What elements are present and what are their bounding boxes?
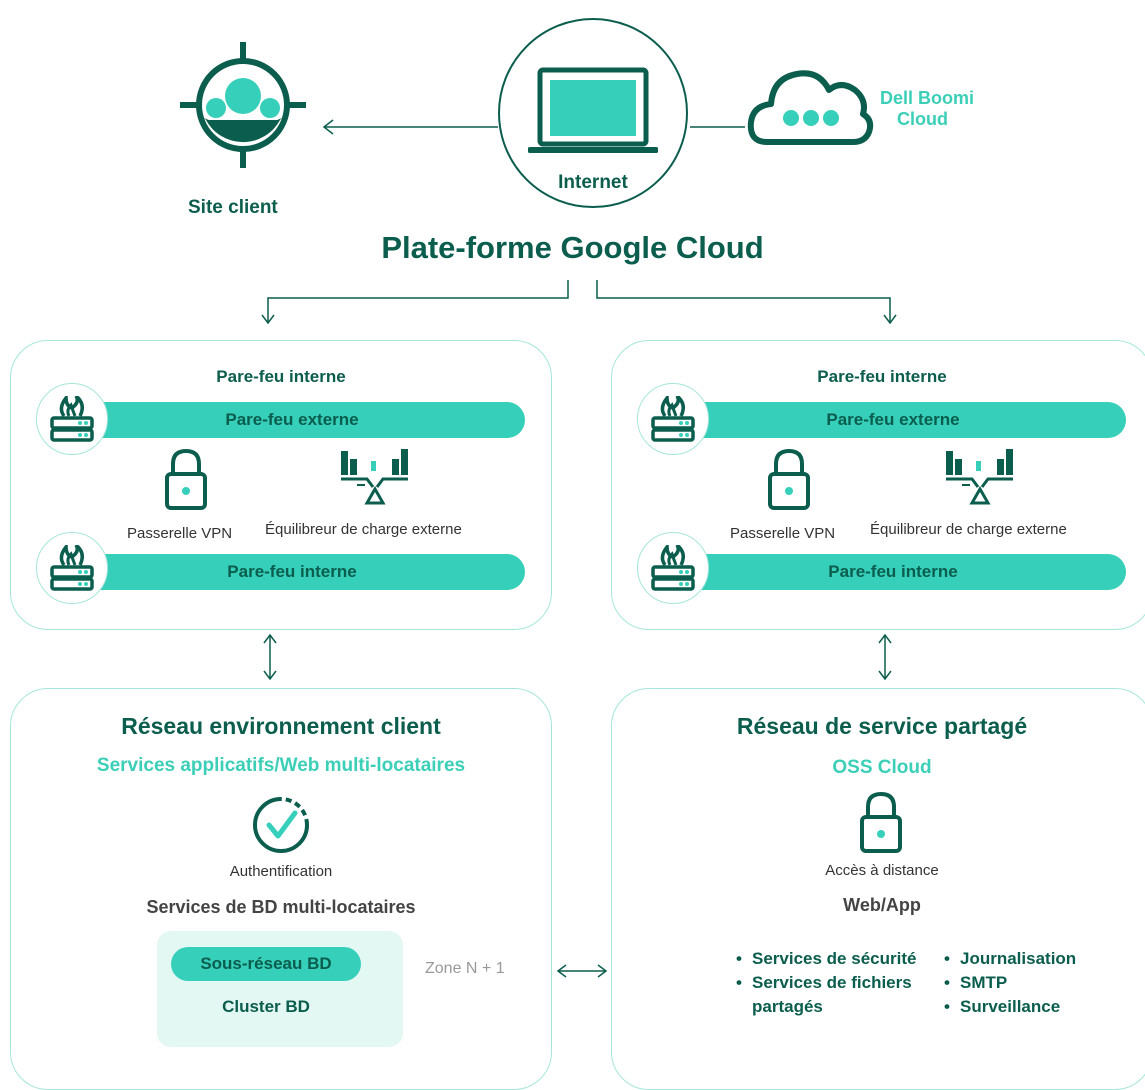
client-network-subtitle: Services applicatifs/Web multi-locataire… [96, 755, 466, 776]
cloud-icon [747, 70, 874, 145]
service-item: Services de sécurité [734, 947, 934, 971]
service-item: SMTP [942, 971, 1122, 995]
subnet-pill: Sous-réseau BD [171, 947, 361, 981]
boomi-label-line1: Dell Boomi [880, 88, 975, 108]
left-internal-firewall-bar: Pare-feu interne [59, 554, 525, 590]
service-item: Services de fichiers partagés [734, 971, 934, 1019]
shared-network-panel: Réseau de service partagé OSS Cloud Accè… [611, 688, 1145, 1090]
load-balancer-icon [946, 449, 1013, 505]
webapp-label: Web/App [843, 895, 921, 915]
right-lb-label: Équilibreur de charge externe [870, 521, 1067, 538]
services-list-col1: Services de sécurité Services de fichier… [734, 947, 934, 1019]
firewall-icon [637, 532, 709, 604]
right-external-firewall-bar: Pare-feu externe [660, 402, 1126, 438]
internet-node: Internet [498, 18, 688, 208]
client-network-panel: Réseau environnement client Services app… [10, 688, 552, 1090]
client-network-title: Réseau environnement client [121, 713, 441, 739]
internet-label: Internet [558, 172, 628, 193]
remote-access-label: Accès à distance [825, 862, 939, 879]
right-panel-title: Pare-feu interne [817, 367, 947, 386]
service-item: Surveillance [942, 995, 1122, 1019]
left-panel-title: Pare-feu interne [216, 367, 346, 386]
firewall-icon [36, 383, 108, 455]
lock-icon [165, 448, 207, 510]
db-cluster-box: Sous-réseau BD Cluster BD [157, 931, 403, 1047]
boomi-label-line2: Cloud [897, 109, 948, 129]
site-client-label: Site client [188, 197, 278, 218]
shared-network-title: Réseau de service partagé [736, 713, 1028, 739]
connector-lines [261, 119, 897, 978]
cluster-label: Cluster BD [222, 997, 310, 1016]
platform-title: Plate-forme Google Cloud [381, 230, 764, 265]
auth-label: Authentification [229, 863, 333, 880]
check-circle-icon [253, 797, 309, 853]
right-firewall-panel: Pare-feu interne Pare-feu externe Pare-f… [611, 340, 1145, 630]
right-vpn-label: Passerelle VPN [730, 525, 836, 542]
left-lb-label: Équilibreur de charge externe [265, 521, 462, 538]
boomi-label: Dell Boomi Cloud [880, 88, 974, 130]
firewall-icon [637, 383, 709, 455]
load-balancer-icon [341, 449, 408, 505]
laptop-icon [528, 67, 658, 153]
services-list-col2: Journalisation SMTP Surveillance [942, 947, 1122, 1019]
left-firewall-panel: Pare-feu interne Pare-feu externe Pare-f… [10, 340, 552, 630]
zone-label: Zone N + 1 [425, 960, 505, 977]
left-external-firewall-bar: Pare-feu externe [59, 402, 525, 438]
left-vpn-label: Passerelle VPN [127, 525, 233, 542]
firewall-icon [36, 532, 108, 604]
service-item: Journalisation [942, 947, 1122, 971]
lock-icon [768, 448, 810, 510]
shared-network-subtitle: OSS Cloud [832, 757, 932, 778]
target-users-icon [180, 42, 306, 168]
db-services-label: Services de BD multi-locataires [146, 897, 416, 917]
lock-icon [860, 791, 902, 853]
right-internal-firewall-bar: Pare-feu interne [660, 554, 1126, 590]
